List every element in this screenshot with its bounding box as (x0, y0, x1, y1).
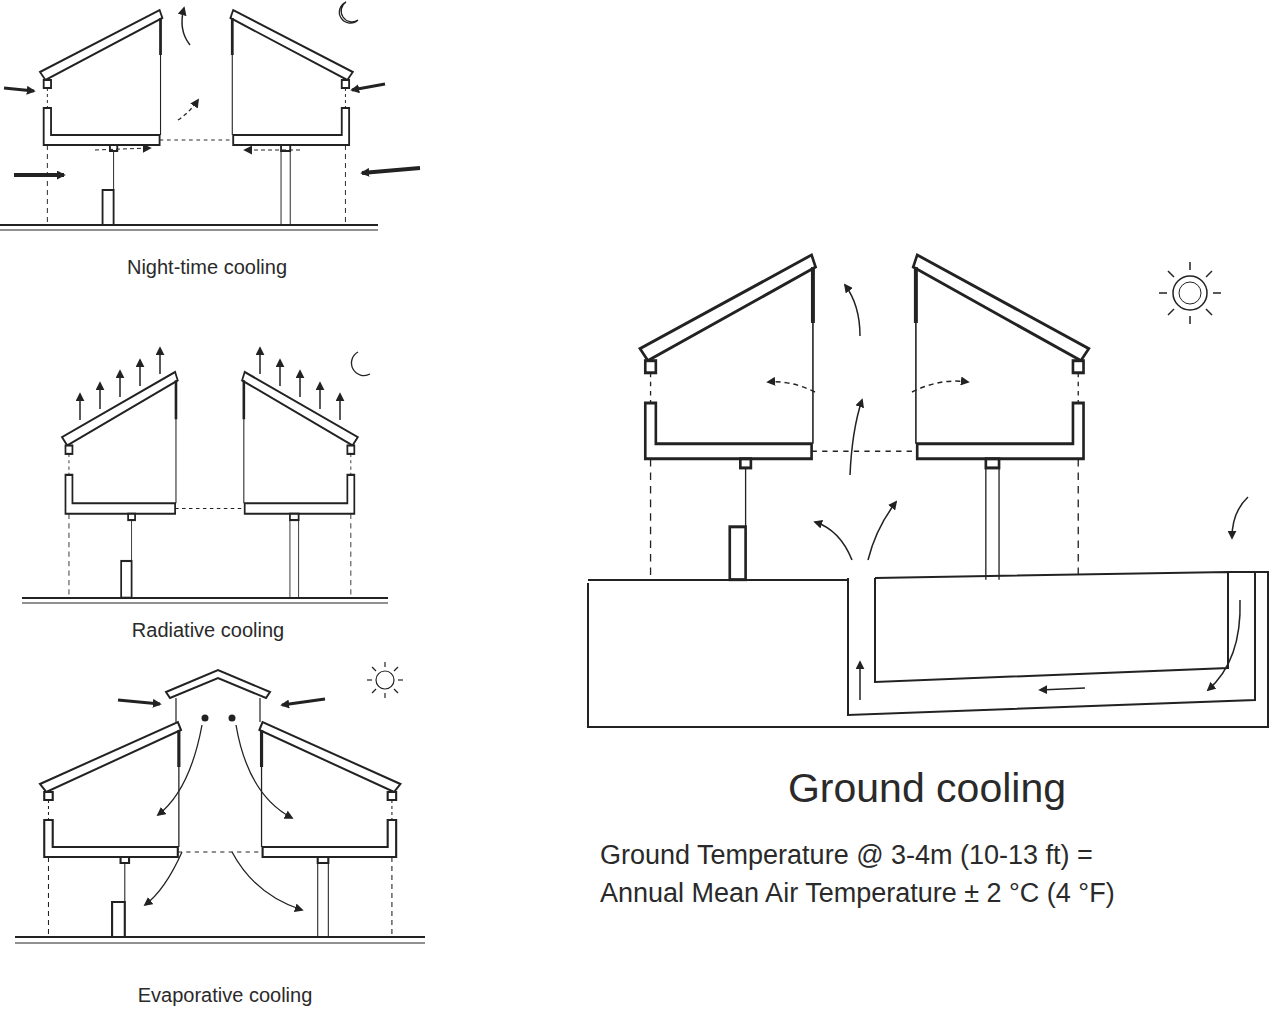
night-cooling-section (40, 10, 353, 225)
ground-cooling-section (1208, 600, 1240, 690)
ground-cooling-section (1232, 497, 1248, 538)
evaporative-cooling-section (372, 689, 376, 693)
evaporative-cooling-section (118, 700, 160, 704)
evaporative-cooling-section (15, 936, 425, 938)
radiative-cooling-section (339, 394, 341, 420)
evaporative-cooling-section (158, 725, 202, 815)
radiative-cooling-section (22, 597, 388, 599)
ground-cooling-section (1173, 276, 1207, 310)
radiative-cooling-section (22, 348, 388, 603)
evaporative-cooling-section (203, 716, 208, 721)
night-cooling-section (0, 224, 378, 226)
caption: Night-time cooling (57, 255, 357, 279)
ground-cooling-section (1189, 262, 1191, 270)
evaporative-cooling-section (367, 679, 372, 680)
radiative-cooling-section (259, 348, 261, 374)
caption: Evaporative cooling (75, 983, 375, 1007)
night-cooling-section (0, 230, 378, 231)
evaporative-cooling-section (384, 693, 385, 698)
evaporative-cooling-section (376, 671, 394, 689)
radiative-cooling-section (99, 383, 101, 409)
evaporative-cooling-section (40, 722, 400, 937)
radiative-cooling-section (119, 371, 121, 397)
night-cooling-section (182, 8, 190, 45)
evaporative-cooling-section (145, 852, 182, 905)
radiative-cooling-section (279, 360, 281, 386)
evaporative-cooling-section (394, 689, 398, 693)
ground-cooling-section (1159, 262, 1221, 324)
ground-cooling-section (1168, 271, 1174, 277)
night-cooling-section (4, 88, 34, 91)
ground-cooling-section (588, 579, 848, 581)
ground-cooling-section (875, 572, 1228, 682)
ground-cooling-section (859, 662, 861, 700)
evaporative-cooling-section (398, 679, 403, 680)
ground-cooling-section (768, 382, 815, 392)
ground-cooling-section (845, 285, 860, 336)
night-cooling-section (178, 100, 198, 120)
night-cooling-section (14, 173, 64, 177)
night-cooling-section (95, 148, 150, 150)
ground-cooling-section (912, 381, 968, 392)
ground-cooling-section (640, 255, 1089, 580)
ground-cooling-section (1206, 271, 1212, 277)
evaporative-cooling-section (232, 852, 302, 910)
ground-cooling-section (1159, 292, 1167, 294)
evaporative-cooling-section (259, 698, 260, 722)
radiative-cooling-section (62, 372, 358, 598)
radiative-cooling-section (319, 383, 321, 409)
night-cooling-section (245, 150, 300, 151)
radiative-cooling-section (22, 348, 388, 603)
ground-cooling-section (588, 262, 1268, 727)
ground-cooling-section (1206, 309, 1212, 315)
caption-heading: Ground cooling (697, 764, 1157, 813)
ground-cooling-section (1213, 292, 1221, 294)
night-cooling-section (0, 2, 420, 230)
ground-cooling-section (1179, 282, 1201, 304)
ground-cooling-section (1168, 309, 1174, 315)
evaporative-cooling-section (367, 662, 403, 698)
ground-cooling-section (588, 255, 1268, 727)
evaporative-cooling-section (15, 943, 425, 944)
night-cooling-section (352, 84, 385, 90)
radiative-cooling-section (159, 348, 161, 374)
radiative-cooling-section (139, 360, 141, 386)
ground-cooling-section (868, 502, 896, 560)
caption: Radiative cooling (58, 618, 358, 642)
note: Ground Temperature @ 3-4m (10-13 ft) = A… (600, 836, 1154, 912)
night-cooling-section (339, 2, 358, 23)
night-cooling-section (0, 2, 420, 230)
ground-cooling-section (815, 522, 852, 560)
ground-cooling-section (848, 572, 1255, 715)
radiative-cooling-section (22, 603, 388, 604)
evaporative-cooling-section (384, 662, 385, 667)
ground-cooling-section (588, 572, 1268, 727)
evaporative-cooling-section (15, 662, 425, 943)
ground-cooling-section (1189, 316, 1191, 324)
evaporative-cooling-section (15, 662, 425, 943)
ground-cooling-section (850, 400, 862, 475)
night-cooling-section (362, 168, 420, 173)
evaporative-cooling-section (372, 667, 376, 671)
radiative-cooling-section (79, 394, 81, 420)
evaporative-cooling-section (230, 716, 235, 721)
radiative-cooling-section (299, 371, 301, 397)
evaporative-cooling-section (236, 725, 292, 818)
evaporative-cooling-section (282, 699, 325, 705)
radiative-cooling-section (351, 352, 370, 376)
evaporative-cooling-section (394, 667, 398, 671)
ground-cooling-section (1040, 688, 1085, 690)
evaporative-cooling-section (166, 670, 270, 698)
evaporative-cooling-section (175, 698, 176, 722)
